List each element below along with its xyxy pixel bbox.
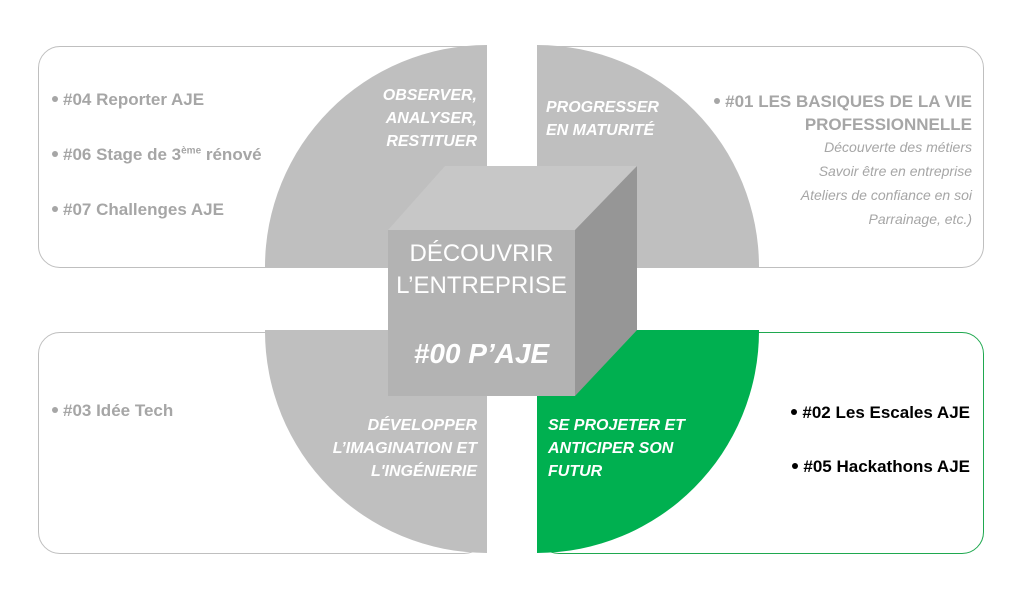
list-item-hackathons: #05 Hackathons AJE	[792, 457, 970, 477]
cube	[388, 166, 637, 396]
bullet-icon	[714, 97, 721, 104]
basics-detail-1: Découverte des métiers	[824, 139, 972, 155]
quadrant-label-bottom-left: DÉVELOPPER L’IMAGINATION ET L'INGÉNIERIE	[332, 417, 477, 480]
quadrant-label-top-right: PROGRESSER EN MATURITÉ	[546, 99, 659, 139]
cube-side	[575, 166, 637, 396]
center-line2: L’ENTREPRISE	[396, 272, 567, 299]
list-item-reporter: #04 Reporter AJE	[52, 90, 204, 110]
basics-title: #01 LES BASIQUES DE LA VIE PROFESSIONNEL…	[714, 90, 972, 136]
bullet-icon	[791, 408, 798, 415]
list-item-challenges: #07 Challenges AJE	[52, 200, 224, 220]
bullet-icon	[52, 95, 58, 102]
cube-front	[388, 230, 575, 396]
basics-detail-2: Savoir être en entreprise	[818, 163, 972, 179]
cube-top	[388, 166, 637, 230]
center-line1: DÉCOUVRIR	[409, 240, 554, 267]
bullet-icon	[52, 150, 58, 157]
bullet-icon	[52, 406, 58, 413]
bullet-icon	[792, 462, 799, 469]
quadrant-label-top-left: OBSERVER, ANALYSER, RESTITUER	[382, 87, 477, 150]
list-item-idee-tech: #03 Idée Tech	[52, 401, 173, 421]
list-item-escales: #02 Les Escales AJE	[791, 403, 970, 423]
basics-detail-3: Ateliers de confiance en soi	[800, 187, 972, 203]
quadrant-bottom-right	[537, 330, 760, 553]
quadrant-label-bottom-right: SE PROJETER ET ANTICIPER SON FUTUR	[548, 417, 685, 480]
list-item-stage: #06 Stage de 3ème rénové	[52, 145, 262, 165]
center-code: #00 P’AJE	[413, 338, 550, 369]
basics-detail-4: Parrainage, etc.)	[868, 211, 973, 227]
bullet-icon	[52, 205, 58, 212]
